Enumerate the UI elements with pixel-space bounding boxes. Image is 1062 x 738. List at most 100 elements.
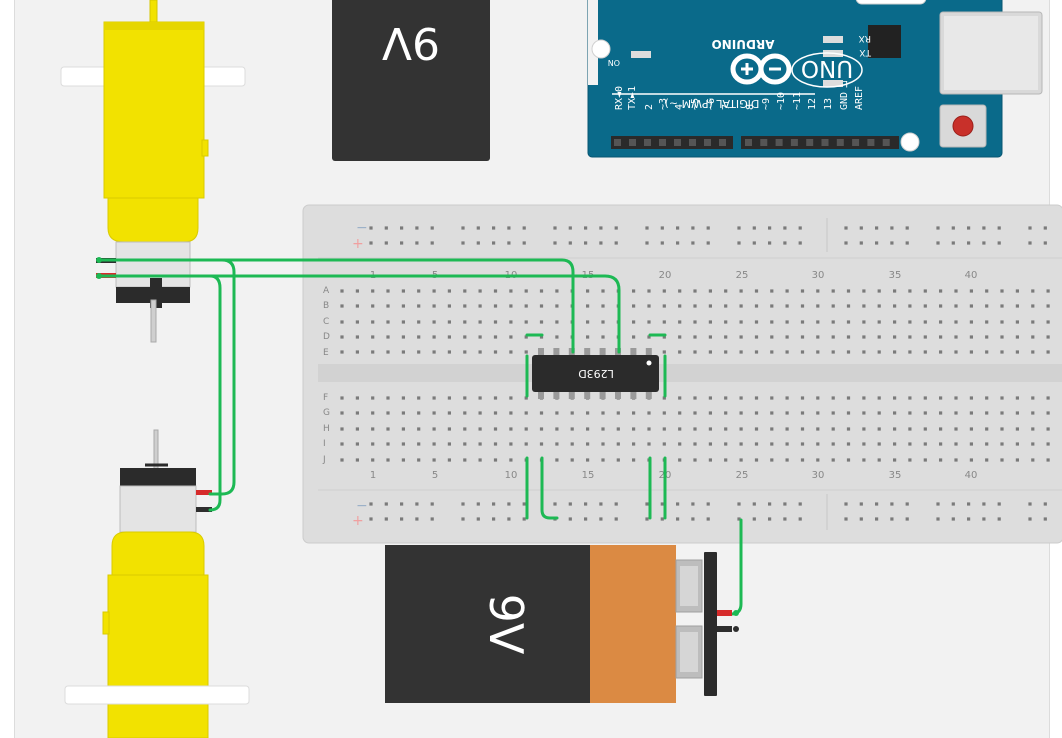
wire-motor-top-to-chip-b[interactable] [99,274,621,354]
wire-motor-bottom-a[interactable] [197,258,236,496]
battery-bottom-body [385,545,595,703]
pin-label-12: 12 [807,98,818,110]
led-l [823,80,843,87]
tx-label: TX [859,47,872,57]
battery-top-label: 9V [382,17,440,68]
pin-label-10: ~10 [776,92,787,110]
col-number-bottom-5: 5 [432,470,438,481]
pin-label-4: 4 [674,104,685,110]
breadboard[interactable]: − + − + A B C D E F G H I J 1 5 10 15 20 [302,204,1062,544]
infinity-icon [730,53,792,85]
arduino-top-header [855,0,927,5]
col-number-40: 40 [965,270,978,281]
col-number-35: 35 [889,270,902,281]
row-letter-e: E [323,348,329,358]
col-number-25: 25 [736,270,749,281]
pin-label-5: ~5 [690,98,701,110]
col-number-20: 20 [659,270,672,281]
motor-bottom-endcap [120,468,196,486]
arduino-mount-hole-left [591,39,611,59]
led-rx [823,36,843,43]
battery-clip [704,552,717,696]
l293d-chip[interactable]: L293D [532,348,659,399]
motor-bottom-can [119,485,197,533]
row-letter-j: J [322,455,326,465]
battery-top-body [332,0,490,161]
row-letter-i: I [323,439,326,449]
pin-label-rx0: RX◄0 [614,86,625,110]
wire-motor-top-to-chip-a[interactable] [99,258,575,354]
pin-label-3: ~3 [658,98,669,110]
pin-label-13: 13 [823,98,834,110]
led-on [631,51,651,58]
rail-bottom-plus: + [352,513,364,529]
rail-bottom-minus: − [356,498,368,514]
uno-ellipse [791,52,863,88]
row-letters: A B C D E F G H I J [322,286,330,465]
rail-top-minus: − [356,220,368,236]
wire-gnd-2[interactable] [540,456,559,520]
pin-label-7: 7 [721,104,732,110]
digital-label: DIGITAL (PWM ~) [665,97,760,110]
battery-9v-top[interactable]: 9V [332,0,490,161]
wire-motor-bottom-b[interactable] [197,274,222,512]
motor-top-gearbox-top [104,22,204,30]
header-pin-holes [614,139,890,146]
col-number-bottom-10: 10 [505,470,518,481]
battery-bottom-label: 9V [479,594,533,655]
pin-label-8: 8 [745,104,756,110]
pin-label-tx1: TX►1 [627,86,638,110]
motor-bottom-collar [111,531,205,576]
row-letter-b: B [323,301,329,311]
col-number-bottom-40: 40 [965,470,978,481]
col-number-bottom-15: 15 [582,470,595,481]
wires[interactable] [99,258,743,616]
dc-motor-top[interactable] [60,0,246,343]
motor-bottom-terminal-black[interactable] [196,507,212,512]
motor-bottom-mount-bar [64,685,250,705]
arduino-brand: ARDUINO [712,37,775,51]
motor-top-collar [107,197,199,243]
motor-top-shaft-tip [149,0,158,23]
row-letter-d: D [323,332,330,342]
on-label: ON [608,58,620,67]
pin-label-6: ~6 [706,98,717,110]
pin-label-gnd: GND [839,92,850,110]
col-number-30: 30 [812,270,825,281]
arduino-chip [868,25,901,58]
arduino-logo-group: ARDUINO UNO [712,37,863,88]
row-letter-f: F [323,393,328,403]
col-number-bottom-1: 1 [370,470,376,481]
uno-label: UNO [801,55,853,81]
header-digital-0-7[interactable] [611,136,733,149]
row-letter-h: H [323,424,330,434]
dc-motor-bottom[interactable] [64,429,250,738]
motor-bottom-side-tab [102,611,110,635]
pin-label-11: ~11 [792,92,803,110]
motor-bottom-terminal-red[interactable] [196,490,212,495]
rail-top-plus: + [352,236,364,252]
battery-9v-bottom[interactable]: 9V [385,545,739,703]
battery-lead-red[interactable] [717,610,732,616]
battery-bottom-band [590,545,676,703]
motor-bottom-gearbox [107,574,209,738]
arduino-pin-labels: RX◄0 TX►1 2 ~3 4 ~5 ~6 7 8 ~9 ~10 ~11 12… [614,86,865,110]
pin-label-9: ~9 [761,98,772,110]
wire-battery-positive[interactable] [729,518,743,616]
row-letter-c: C [323,317,329,327]
pin-label-2: 2 [644,104,655,110]
chip-label: L293D [578,367,614,380]
motor-top-gearbox [103,21,205,199]
chip-pin1-dot [646,360,652,366]
motor-top-side-tab [201,139,209,157]
col-number-bottom-30: 30 [812,470,825,481]
arduino-uno[interactable]: RX TX L ON ARDUINO UNO DIGITAL (PWM ~) [587,0,1043,158]
motor-top-shaft [150,299,157,343]
rx-label: RX [859,33,871,43]
battery-lead-black[interactable] [717,626,732,632]
row-letter-a: A [323,286,330,296]
col-number-bottom-25: 25 [736,470,749,481]
chip-body [532,355,659,392]
